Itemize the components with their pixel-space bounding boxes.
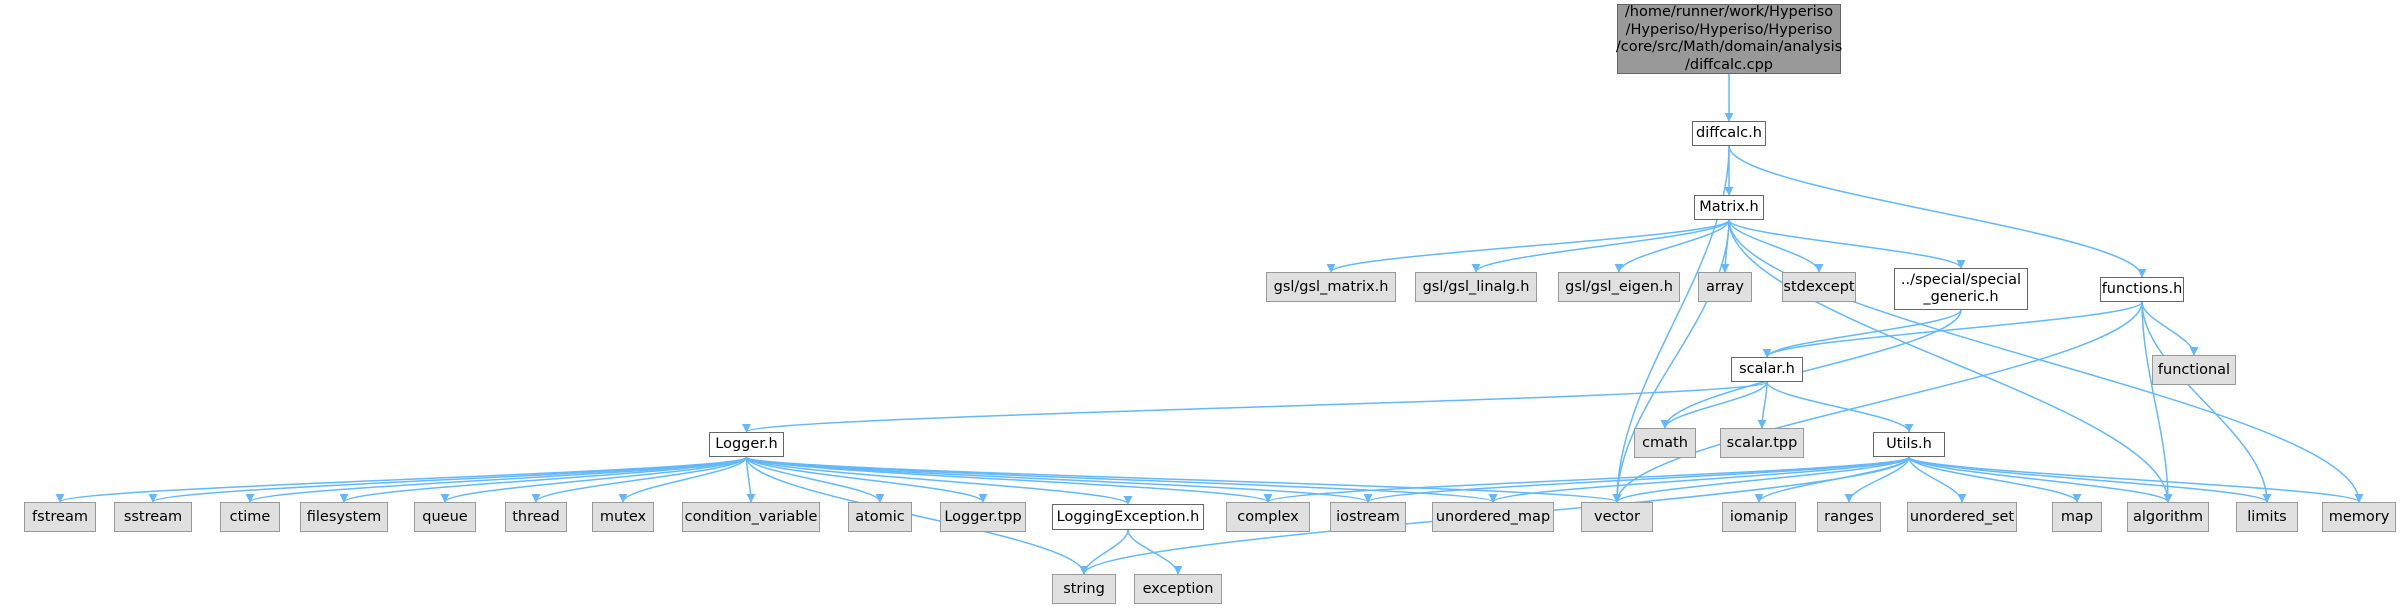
edge-utils_h-to-ranges [1844,456,1910,503]
node-special-generic-h[interactable]: ../special/special _generic.h [1894,268,2028,310]
edge-special_generic-to-scalar_h [1762,309,1962,358]
node-vector[interactable]: vector [1581,502,1653,532]
edge-matrix_h-to-vector [1612,219,1730,503]
node-cmath[interactable]: cmath [1634,428,1696,458]
edge-logger_h-to-unordered_map [745,456,1498,503]
node-limits[interactable]: limits [2236,502,2298,532]
edge-matrix_h-to-stdexcept [1728,219,1824,273]
edge-utils_h-to-map [1908,456,2082,503]
edge-matrix_h-to-gsl_eigen [1614,219,1730,273]
edge-utils_h-to-vector [1612,456,1910,503]
node-gsl-matrix-h[interactable]: gsl/gsl_matrix.h [1266,272,1396,302]
node-map[interactable]: map [2052,502,2102,532]
node-unordered-set[interactable]: unordered_set [1907,502,2017,532]
node-gsl-eigen-h[interactable]: gsl/gsl_eigen.h [1558,272,1680,302]
edge-logger_h-to-iostream [745,456,1373,503]
node-exception[interactable]: exception [1134,574,1222,604]
edge-utils_h-to-unordered_map [1488,456,1910,503]
node-matrix-h[interactable]: Matrix.h [1694,195,1764,220]
node-functions-h[interactable]: functions.h [2100,277,2184,302]
node-string[interactable]: string [1052,574,1116,604]
edge-matrix_h-to-special_generic [1728,219,1966,269]
edge-utils_h-to-complex [1263,456,1910,503]
edge-matrix_h-to-algorithm [1728,219,2173,503]
edge-functions_h-to-functional [2141,301,2199,356]
node-complex[interactable]: complex [1226,502,1310,532]
edge-logger_h-to-condition_variable [745,456,756,503]
node-atomic[interactable]: atomic [848,502,912,532]
node-logger-h[interactable]: Logger.h [709,432,784,457]
edge-utils_h-to-iostream [1363,456,1910,503]
edge-scalar_h-to-utils_h [1766,381,1914,433]
edge-logger_h-to-thread [531,456,748,503]
edge-matrix_h-to-memory [1728,219,2364,503]
node-memory[interactable]: memory [2322,502,2396,532]
edge-functions_h-to-vector [1612,301,2143,503]
node-condition-variable[interactable]: condition_variable [682,502,820,532]
node-functional[interactable]: functional [2152,355,2236,385]
node-iostream[interactable]: iostream [1330,502,1406,532]
edge-logger_h-to-logger_tpp [745,456,988,503]
node-ctime[interactable]: ctime [220,502,280,532]
node-array[interactable]: array [1698,272,1752,302]
node-gsl-linalg-h[interactable]: gsl/gsl_linalg.h [1415,272,1537,302]
edge-matrix_h-to-gsl_linalg [1471,219,1730,273]
edge-logger_h-to-mutex [618,456,748,503]
edge-functions_h-to-scalar_h [1762,301,2143,358]
node-fstream[interactable]: fstream [24,502,96,532]
node-scalar-h[interactable]: scalar.h [1731,357,1803,382]
edge-scalar_h-to-scalar_tpp [1757,381,1768,429]
node-iomanip[interactable]: iomanip [1722,502,1796,532]
node-diffcalc-cpp: /home/runner/work/Hyperiso /Hyperiso/Hyp… [1615,4,1843,74]
node-loggingexception-h[interactable]: LoggingException.h [1052,504,1204,530]
node-mutex[interactable]: mutex [592,502,654,532]
edge-utils_h-to-limits [1908,456,2272,503]
edge-scalar_h-to-cmath [1660,381,1768,429]
node-filesystem[interactable]: filesystem [300,502,388,532]
node-ranges[interactable]: ranges [1817,502,1881,532]
node-unordered-map[interactable]: unordered_map [1432,502,1554,532]
node-scalar-tpp[interactable]: scalar.tpp [1720,428,1804,458]
edge-special_generic-to-cmath [1660,309,1962,429]
edge-diffcalc_h-to-functions_h [1728,145,2147,278]
edge-logger_h-to-string [745,456,1089,575]
edge-functions_h-to-algorithm [2141,301,2173,503]
node-utils-h[interactable]: Utils.h [1873,432,1945,457]
edge-utils_h-to-memory [1908,456,2364,503]
node-queue[interactable]: queue [414,502,476,532]
edge-utils_h-to-algorithm [1908,456,2173,503]
edge-logger_h-to-sstream [148,456,748,503]
node-logger-tpp[interactable]: Logger.tpp [940,502,1026,532]
edge-matrix_h-to-gsl_matrix [1326,219,1730,273]
edge-logger_h-to-vector [745,456,1622,503]
node-diffcalc-h[interactable]: diffcalc.h [1692,121,1766,146]
node-algorithm[interactable]: algorithm [2127,502,2209,532]
edge-logger_h-to-queue [440,456,748,503]
edge-logger_h-to-ctime [245,456,748,503]
edge-scalar_h-to-logger_h [742,381,1768,433]
edge-logger_h-to-atomic [745,456,885,503]
node-thread[interactable]: thread [505,502,567,532]
edge-utils_h-to-unordered_set [1908,456,1967,503]
edge-logger_h-to-filesystem [339,456,748,503]
node-stdexcept[interactable]: stdexcept [1782,272,1856,302]
node-sstream[interactable]: sstream [114,502,192,532]
edge-logger_h-to-logging_exception_h [745,456,1133,505]
edge-functions_h-to-limits [2141,301,2272,503]
